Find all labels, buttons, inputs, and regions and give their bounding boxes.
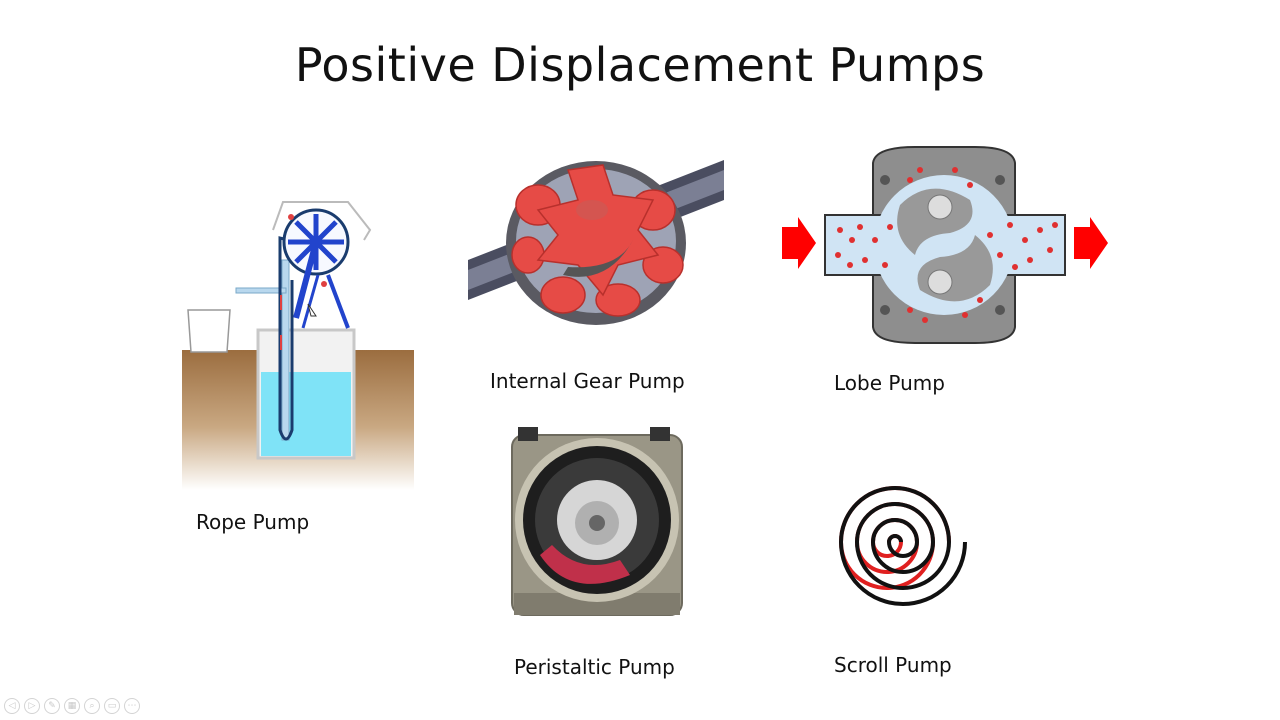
subtitles-icon[interactable]: ▭	[104, 698, 120, 714]
next-icon[interactable]: ▷	[24, 698, 40, 714]
slides-icon[interactable]: ▦	[64, 698, 80, 714]
slideshow-toolbar: ◁ ▷ ✎ ▦ ⌕ ▭ ⋯	[4, 698, 140, 716]
peristaltic-pump-label: Peristaltic Pump	[514, 655, 675, 679]
slide-title: Positive Displacement Pumps	[294, 38, 986, 92]
scroll-pump-label: Scroll Pump	[834, 653, 952, 677]
previous-icon[interactable]: ◁	[4, 698, 20, 714]
scroll-pump-image	[838, 486, 967, 606]
zoom-icon[interactable]: ⌕	[84, 698, 100, 714]
internal-gear-pump-image	[468, 160, 724, 325]
pen-icon[interactable]: ✎	[44, 698, 60, 714]
lobe-pump-label: Lobe Pump	[834, 371, 945, 395]
more-icon[interactable]: ⋯	[124, 698, 140, 714]
lobe-pump-image	[782, 146, 1108, 344]
internal-gear-pump-label: Internal Gear Pump	[490, 369, 685, 393]
rope-pump-image	[182, 201, 414, 490]
rope-pump-label: Rope Pump	[196, 510, 310, 534]
peristaltic-pump-image	[511, 427, 683, 616]
